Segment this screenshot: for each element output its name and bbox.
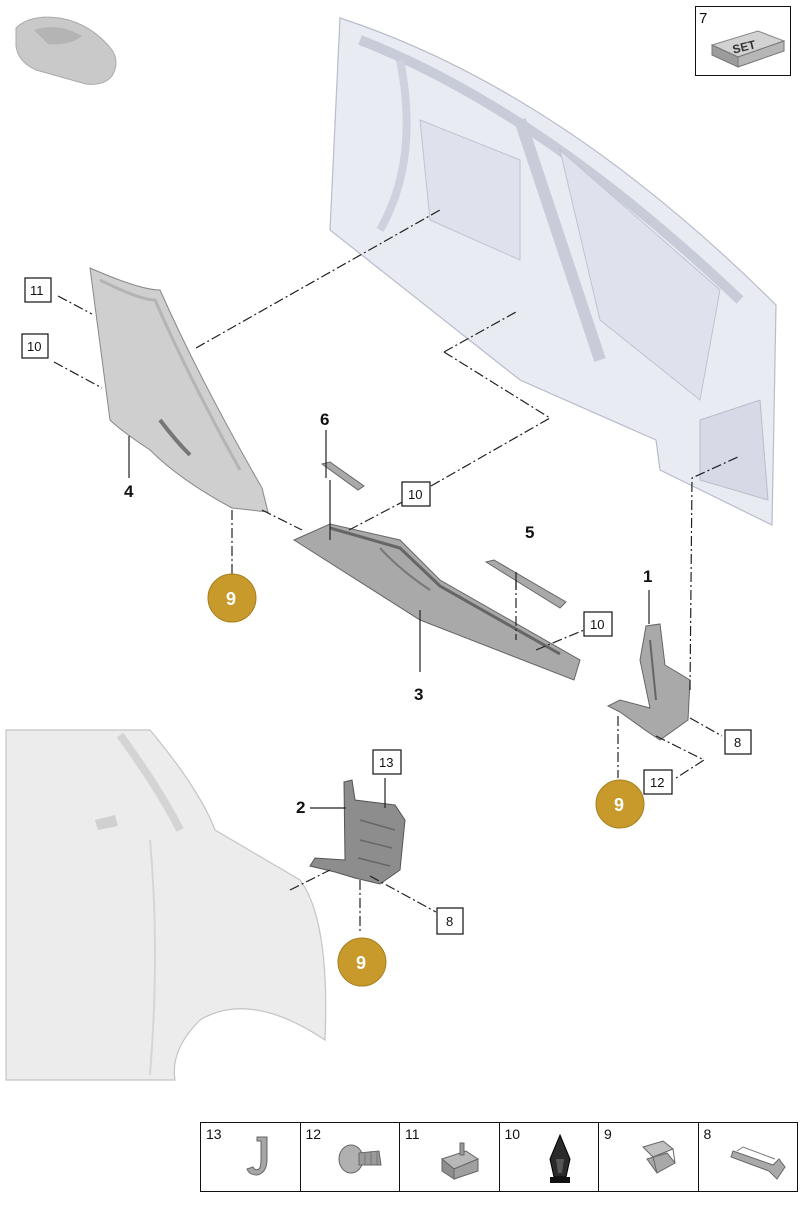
legend-cell-9: 9 [599, 1123, 699, 1191]
boxed-callout-10-center: 10 [401, 481, 431, 507]
fastener-legend: 13 12 11 10 9 [200, 1122, 798, 1192]
part-2-bracket [309, 779, 406, 885]
svg-text:10: 10 [27, 339, 41, 354]
legend-cell-8: 8 [699, 1123, 798, 1191]
svg-text:11: 11 [30, 283, 44, 298]
legend-number: 12 [305, 1126, 322, 1142]
legend-number: 13 [206, 1126, 222, 1142]
car-thumbnail [15, 16, 117, 85]
svg-text:8: 8 [446, 914, 453, 929]
svg-text:12: 12 [650, 775, 664, 790]
legend-cell-10: 10 [500, 1123, 599, 1191]
push-clip-icon [548, 1133, 571, 1183]
set-number: 7 [699, 10, 708, 27]
part-4-pillar-trim [89, 267, 269, 513]
spring-clip-icon [642, 1140, 676, 1174]
retainer-clip-icon [729, 1146, 786, 1180]
body-side-panel [329, 17, 777, 526]
hose-clip-icon [246, 1136, 268, 1176]
badge-9-right: 9 [595, 779, 645, 829]
legend-cell-12: 12 [301, 1123, 400, 1191]
legend-cell-13: 13 [201, 1123, 301, 1191]
callout-2: 2 [296, 798, 305, 817]
legend-number: 10 [504, 1126, 521, 1142]
boxed-callout-10-right: 10 [583, 611, 613, 637]
boxed-callout-11: 11 [24, 277, 52, 303]
svg-text:9: 9 [226, 589, 236, 609]
screw-icon [338, 1144, 382, 1174]
legend-cell-11: 11 [400, 1123, 500, 1191]
leader-lines [53, 209, 741, 934]
svg-text:8: 8 [734, 735, 741, 750]
boxed-callout-12: 12 [643, 769, 673, 795]
clip-nut-icon [440, 1142, 480, 1180]
badge-9-bottom: 9 [337, 937, 387, 987]
svg-text:10: 10 [408, 487, 422, 502]
part-3-sill-trim [292, 523, 581, 681]
part-1-bracket [606, 623, 691, 741]
set-kit-box: 7 SET [695, 6, 791, 76]
svg-text:9: 9 [614, 795, 624, 815]
boxed-callout-10-left: 10 [21, 333, 49, 359]
svg-text:13: 13 [379, 755, 393, 770]
callout-5: 5 [525, 523, 534, 542]
callout-6: 6 [320, 410, 329, 429]
svg-text:10: 10 [590, 617, 604, 632]
badge-9-left: 9 [207, 573, 257, 623]
callout-4: 4 [124, 482, 134, 501]
svg-text:SET: SET [731, 37, 758, 56]
legend-number: 11 [405, 1126, 420, 1142]
callout-1: 1 [643, 567, 652, 586]
legend-number: 9 [604, 1126, 612, 1142]
part-6-strip [320, 461, 365, 491]
set-block-icon: SET [710, 30, 786, 68]
svg-text:9: 9 [356, 953, 366, 973]
boxed-callout-8-bottom: 8 [436, 907, 464, 935]
part-5-strip [484, 559, 567, 609]
boxed-callout-8-right: 8 [724, 729, 752, 755]
legend-number: 8 [703, 1126, 712, 1142]
front-fender [5, 729, 327, 1081]
callout-3: 3 [414, 685, 423, 704]
boxed-callout-13: 13 [372, 749, 402, 775]
